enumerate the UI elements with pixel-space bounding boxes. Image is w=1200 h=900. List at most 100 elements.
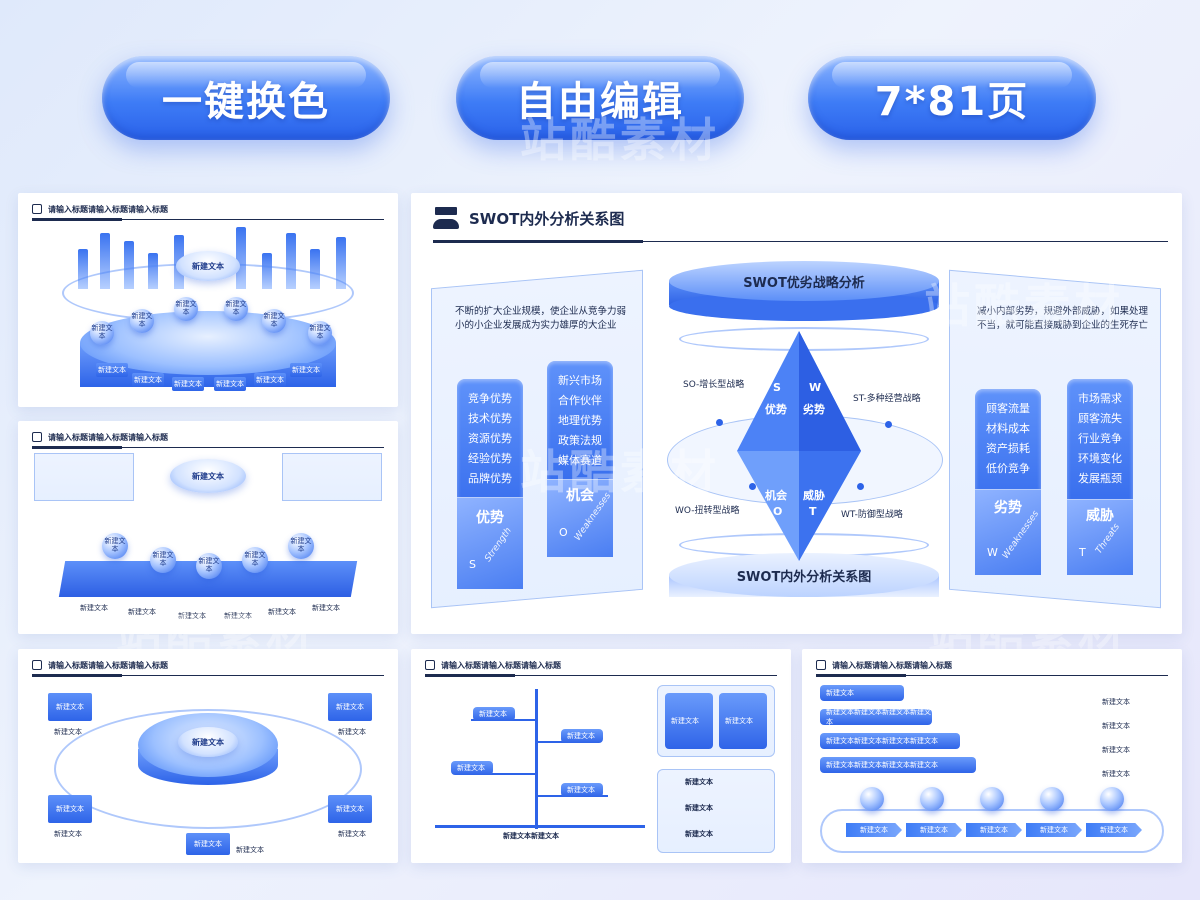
node-sphere: 新建文本 — [224, 297, 248, 321]
node-label: 新建文本 — [244, 551, 266, 567]
opportunity-column: 新兴市场 合作伙伴 地理优势 政策法规 媒体赛道 机会 O Weaknesses — [547, 361, 613, 557]
strength-column: 竞争优势 技术优势 资源优势 经验优势 品牌优势 优势 S Strength — [457, 379, 523, 589]
node-sphere: 新建文本 — [150, 547, 176, 573]
cloud-icon: 新建文本 — [176, 251, 240, 281]
hub-caption: 新建文本 — [54, 728, 82, 736]
threat-item: 行业竞争 — [1078, 432, 1122, 445]
header-divider — [433, 240, 1168, 243]
tree-node: 新建文本 — [473, 707, 515, 721]
hub-caption: 新建文本 — [338, 830, 366, 838]
node-label: 新建文本 — [225, 300, 247, 316]
strength-item: 资源优势 — [468, 432, 512, 445]
strength-item: 经验优势 — [468, 452, 512, 465]
threat-column: 市场需求 顾客流失 行业竞争 环境变化 发展瓶颈 威胁 T Threats — [1067, 379, 1133, 575]
process-step: 新建文本 — [1026, 823, 1082, 837]
node-sphere: 新建文本 — [130, 309, 154, 333]
cloud-icon: 新建文本 — [170, 459, 246, 493]
tree-notes-card — [657, 769, 775, 853]
header-divider — [425, 674, 777, 677]
node-label: 新建文本 — [152, 551, 174, 567]
wt-strategy: WT-防御型战略 — [841, 510, 903, 520]
tree-trunk — [535, 689, 538, 829]
node-label: 新建文本 — [175, 300, 197, 316]
node-label: 新建文本 — [290, 537, 312, 553]
tree-card-left: 新建文本 — [665, 693, 713, 749]
bar-icon — [310, 249, 320, 289]
header-divider — [816, 674, 1168, 677]
chart-icon — [860, 787, 884, 811]
weakness-item: 材料成本 — [986, 422, 1030, 435]
preview-slide-rings[interactable]: 请输入标题请输入标题请输入标题 新建文本 新建文本 新建文本 新建文本 新建文本… — [18, 193, 398, 407]
gem-w: W — [809, 381, 822, 394]
chart-icon — [1040, 787, 1064, 811]
label-tile: 新建文本 — [214, 377, 246, 391]
chart-icon — [980, 787, 1004, 811]
label-tile: 新建文本 — [172, 377, 204, 391]
weakness-item: 低价竞争 — [986, 462, 1030, 475]
st-strategy: ST-多种经营战略 — [853, 394, 921, 404]
notes-item: 新建文本 — [685, 778, 713, 786]
cloud-icon: 新建文本 — [178, 727, 238, 757]
node-sphere: 新建文本 — [90, 321, 114, 345]
process-step: 新建文本 — [966, 823, 1022, 837]
opportunity-item: 地理优势 — [558, 414, 602, 427]
bar-icon — [286, 233, 296, 289]
node-sphere: 新建文本 — [242, 547, 268, 573]
orbit-dot — [716, 419, 723, 426]
threat-letter: T — [1079, 546, 1086, 559]
tree-node: 新建文本 — [451, 761, 493, 775]
slide-title: 请输入标题请输入标题请输入标题 — [48, 204, 168, 214]
swot-title: SWOT内外分析关系图 — [469, 209, 625, 228]
gem-threat: 威胁 — [803, 489, 825, 502]
process-step: 新建文本 — [906, 823, 962, 837]
preview-slide-tree[interactable]: 请输入标题请输入标题请输入标题 新建文本 新建文本 新建文本 新建文本 新建文本… — [411, 649, 791, 863]
hub-caption: 新建文本 — [338, 728, 366, 736]
icon-grid-left — [34, 453, 134, 501]
slide-icon — [32, 204, 42, 214]
bar-icon — [124, 241, 134, 289]
orbit-dot — [885, 421, 892, 428]
chart-icon — [1100, 787, 1124, 811]
gem-o: O — [773, 505, 783, 518]
wo-strategy: WO-扭转型战略 — [675, 506, 740, 516]
header-divider — [32, 218, 384, 221]
threat-item: 顾客流失 — [1078, 412, 1122, 425]
node-caption: 新建文本 — [224, 612, 252, 620]
preview-slide-hub[interactable]: 请输入标题请输入标题请输入标题 新建文本 新建文本 新建文本 新建文本 新建文本… — [18, 649, 398, 863]
node-sphere: 新建文本 — [308, 321, 332, 345]
process-step: 新建文本 — [1086, 823, 1142, 837]
process-step: 新建文本 — [846, 823, 902, 837]
slide-header: 请输入标题请输入标题请输入标题 — [32, 657, 384, 673]
list-caption: 新建文本 — [1102, 722, 1130, 730]
node-sphere: 新建文本 — [174, 297, 198, 321]
slide-title: 请输入标题请输入标题请输入标题 — [48, 432, 168, 442]
header-divider — [32, 446, 384, 449]
weakness-base: 劣势 W Weaknesses — [975, 489, 1041, 575]
preview-slide-swot[interactable]: SWOT内外分析关系图 不断的扩大企业规模，使企业从竞争力弱小的小企业发展成为实… — [411, 193, 1182, 634]
preview-slide-process[interactable]: 请输入标题请输入标题请输入标题 新建文本 新建文本新建文本新建文本新建文本 新建… — [802, 649, 1182, 863]
node-label: 新建文本 — [198, 557, 220, 573]
hex-node: 新建文本 — [328, 795, 372, 823]
node-sphere: 新建文本 — [288, 533, 314, 559]
tree-node: 新建文本 — [561, 783, 603, 797]
strength-item: 技术优势 — [468, 412, 512, 425]
hex-node: 新建文本 — [328, 693, 372, 721]
slide-title: 请输入标题请输入标题请输入标题 — [441, 660, 561, 670]
gem-weakness: 劣势 — [803, 403, 825, 416]
recolor-badge: 一键换色 — [102, 56, 390, 140]
slide-icon — [32, 432, 42, 442]
threat-base: 威胁 T Threats — [1067, 499, 1133, 575]
node-label: 新建文本 — [104, 537, 126, 553]
node-caption: 新建文本 — [268, 608, 296, 616]
slide-header: 请输入标题请输入标题请输入标题 — [32, 201, 384, 217]
tree-branch — [455, 773, 535, 775]
preview-slide-platform[interactable]: 请输入标题请输入标题请输入标题 新建文本 新建文本 新建文本 新建文本 新建文本… — [18, 421, 398, 634]
page-count-label: 7*81页 — [874, 79, 1030, 125]
weakness-column: 顾客流量 材料成本 资产损耗 低价竞争 劣势 W Weaknesses — [975, 389, 1041, 575]
label-tile: 新建文本 — [132, 373, 164, 387]
orbit-dot — [749, 483, 756, 490]
free-edit-badge: 自由编辑 — [456, 56, 744, 140]
node-caption: 新建文本 — [312, 604, 340, 612]
top-disc-label: SWOT优劣战略分析 — [743, 275, 865, 291]
strength-english: Strength — [483, 526, 514, 564]
